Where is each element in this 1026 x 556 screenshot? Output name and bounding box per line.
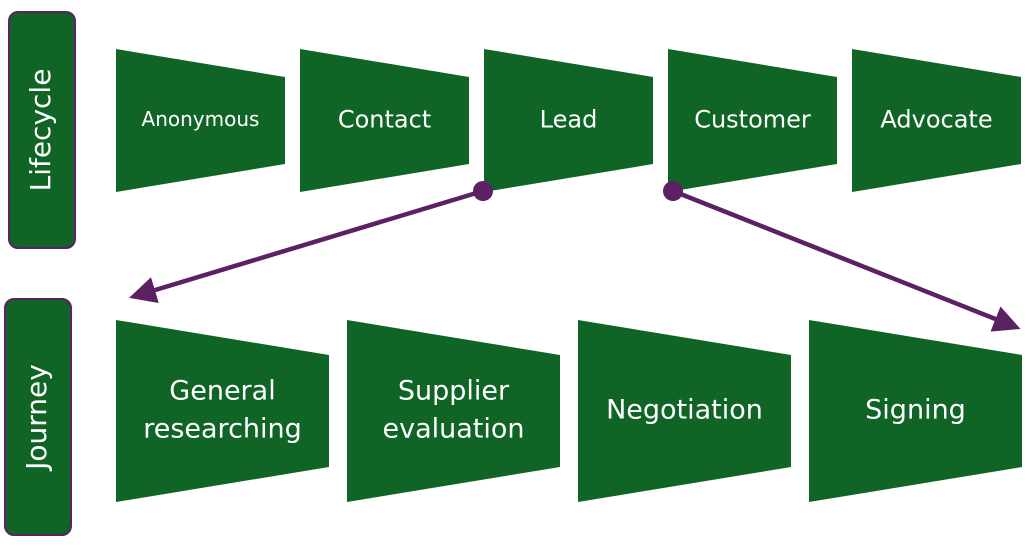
- lifecycle-label-box: [8, 11, 76, 249]
- lifecycle-row-label: Lifecycle: [8, 11, 76, 249]
- connector-dot: [663, 181, 683, 201]
- stage-label: Supplier: [398, 376, 510, 407]
- stage-label: evaluation: [382, 414, 524, 445]
- journey-stages: General researching Supplier evaluation Nego…: [116, 320, 1022, 502]
- journey-label-box: [4, 298, 72, 536]
- stage-shape: [484, 49, 653, 192]
- lifecycle-stage: Anonymous: [116, 49, 285, 192]
- stage-label: Negotiation: [606, 395, 763, 426]
- lifecycle-stage: Customer: [668, 49, 837, 192]
- journey-stage: General researching: [116, 320, 329, 502]
- connector-dot: [473, 181, 493, 201]
- lifecycle-stage: Contact: [300, 49, 469, 192]
- lifecycle-stage: Advocate: [852, 49, 1021, 192]
- stage-shape: [668, 49, 837, 192]
- connector-lead-to-journey-start: [129, 181, 493, 304]
- stage-shape: [809, 320, 1022, 502]
- journey-stage: Signing: [809, 320, 1022, 502]
- lifecycle-stage: Lead: [484, 49, 653, 192]
- stage-shape: [116, 320, 329, 502]
- journey-row-label: Journey: [4, 298, 72, 536]
- lifecycle-stages: Anonymous Contact Lead Customer Advocate: [116, 49, 1021, 192]
- stage-label: Lead: [540, 106, 598, 134]
- stage-label: Customer: [694, 106, 811, 134]
- stage-label: Contact: [338, 106, 431, 134]
- journey-stage: Negotiation: [578, 320, 791, 502]
- stage-label: researching: [143, 414, 302, 445]
- stage-label: Anonymous: [142, 107, 260, 131]
- stage-label: General: [169, 376, 275, 407]
- journey-stage: Supplier evaluation: [347, 320, 560, 502]
- stage-label: Advocate: [880, 106, 992, 134]
- stage-label: Signing: [865, 395, 966, 426]
- stage-shape: [578, 320, 791, 502]
- stage-shape: [852, 49, 1021, 192]
- stage-shape: [116, 49, 285, 192]
- connector-customer-to-journey-end: [663, 181, 1021, 332]
- lifecycle-label-text: Lifecycle: [24, 69, 57, 192]
- journey-label-text: Journey: [20, 364, 53, 472]
- stage-shape: [300, 49, 469, 192]
- connector-arrow: [129, 188, 484, 304]
- stage-shape: [347, 320, 560, 502]
- connector-arrow: [672, 188, 1021, 332]
